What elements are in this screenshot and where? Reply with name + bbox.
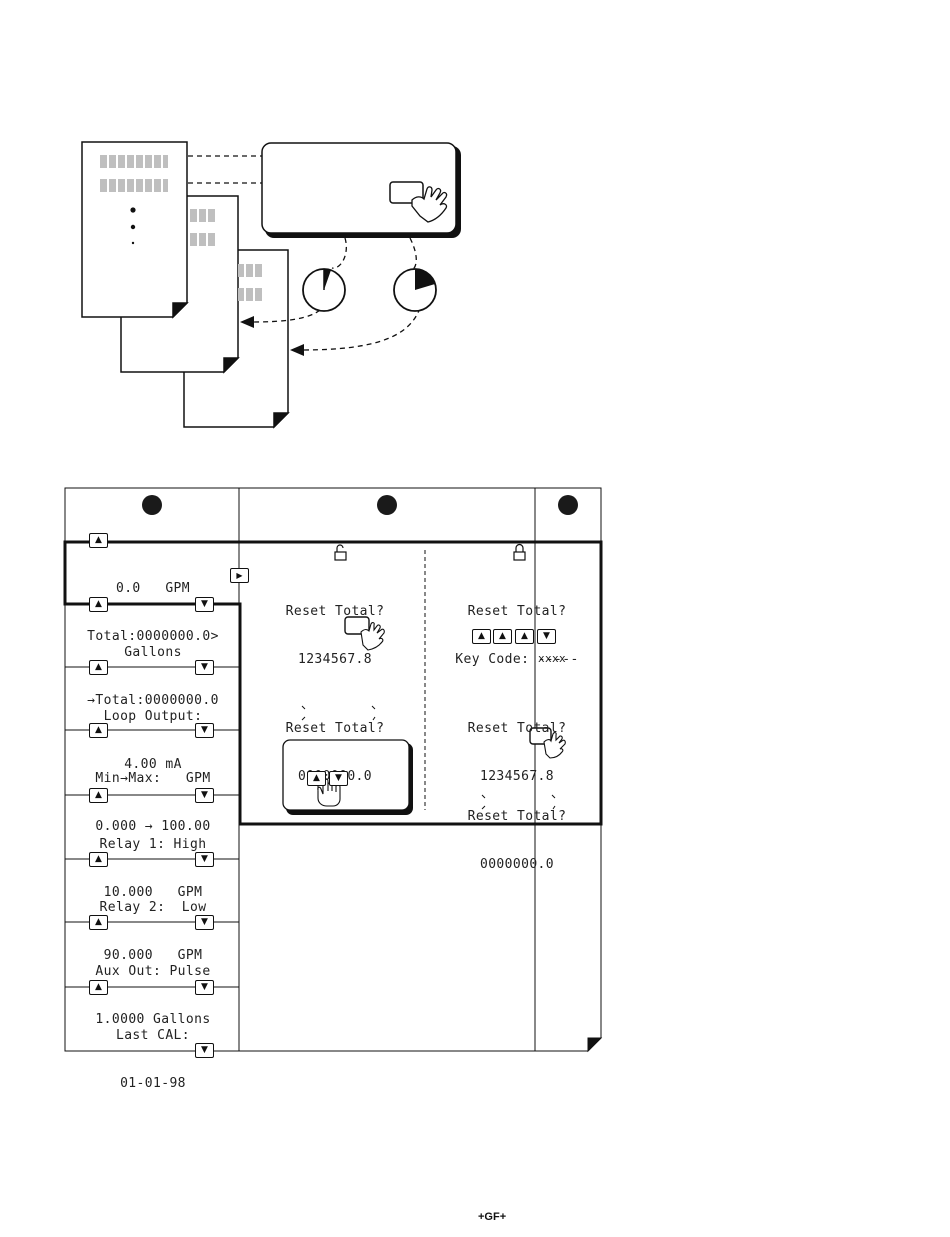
lcd-line-2: 0.000 → 100.00 [95,819,211,834]
pressing-hand-icon [360,622,385,651]
down-arrow-key[interactable]: ▼ [195,1043,214,1058]
down-arrow-key[interactable]: ▼ [195,915,214,930]
lcd-line-1: Reset Total? [467,604,567,619]
lcd-reset-confirmed: Reset Total? 0000000.0 [432,777,602,905]
enter-key-press-1 [344,616,385,651]
lcd-reset-prompt: Reset Total? 1234567.8 [250,572,420,700]
lcd-line-1: Loop Output: [103,709,203,724]
up-arrow-key[interactable]: ▲ [89,915,108,930]
pressing-hand-icon [543,732,566,759]
lcd-reset-confirmed: Reset Total? 0000000.0 [250,689,420,817]
lcd-reset-prompt: Reset Total? 1234567.8 [432,689,602,817]
down-arrow-key[interactable]: ▼ [195,980,214,995]
lcd-reset-keycode: Reset Total? Key Code: ----- [432,572,602,700]
page1-line2-blocks [100,179,168,192]
lcd-screen-loop-output: Loop Output: 4.00 mA [68,677,238,805]
up-arrow-key[interactable]: ▲ [515,629,534,644]
up-arrow-key[interactable]: ▲ [89,852,108,867]
lcd-line-2: 0000000.0 [479,857,555,872]
up-arrow-key[interactable]: ▲ [89,533,108,548]
lcd-line-2: Total:0000000.0> [87,629,219,644]
lcd-screen-flow: 0.0 GPM Total:0000000.0> [68,549,238,677]
lcd-line-2: 01-01-98 [120,1076,186,1091]
page-1 [81,141,189,319]
up-arrow-key[interactable]: ▲ [89,788,108,803]
timer-long-icon [393,268,437,312]
up-arrow-key[interactable]: ▲ [493,629,512,644]
right-arrow-key[interactable]: ▶ [230,568,249,583]
column-indicator-view [142,495,162,515]
lcd-screen-relay-2: Relay 2: Low 90.000 GPM [68,868,238,996]
lcd-line-1: 0.0 GPM [115,581,191,596]
up-arrow-key[interactable]: ▲ [89,980,108,995]
lcd-line-2: 90.000 GPM [103,948,203,963]
pressing-hand-icon [411,186,448,223]
down-arrow-key[interactable]: ▼ [329,771,348,786]
lcd-line-1: Reset Total? [467,809,567,824]
blink-marks [301,705,556,810]
keycode-mask: xxxx [537,652,567,665]
down-arrow-key[interactable]: ▼ [195,597,214,612]
up-arrow-key[interactable]: ▲ [89,660,108,675]
lcd-line-2: 4.00 mA [124,757,182,772]
lcd-line-1: Reset Total? [467,721,567,736]
up-arrow-key[interactable]: ▲ [307,771,326,786]
up-arrow-key[interactable]: ▲ [89,723,108,738]
lcd-line-1: Min→Max: GPM [95,771,211,786]
lcd-line-1: Aux Out: Pulse [95,964,211,979]
continuation-dots [130,207,136,245]
down-arrow-key[interactable]: ▼ [195,660,214,675]
lcd-screen-total: Gallons →Total:0000000.0 [68,613,238,741]
up-arrow-key[interactable]: ▲ [89,597,108,612]
page2-blocks [190,209,215,246]
arrow-heads [240,316,304,356]
lcd-line-1: Last CAL: [115,1028,191,1043]
lcd-line-2: →Total:0000000.0 [87,693,219,708]
lcd-screen-relay-1: Relay 1: High 10.000 GPM [68,805,238,933]
locked-icon [513,543,526,561]
lcd-line-1: Relay 2: Low [99,900,207,915]
dashed-connectors [188,155,421,351]
instrument-panel [261,142,461,238]
lcd-line-2: Key Code: ----- [455,652,579,667]
down-arrow-key[interactable]: ▼ [195,723,214,738]
lcd-screen-last-cal: Last CAL: 01-01-98 [68,996,238,1124]
lcd-line-2: 1.0000 Gallons [95,1012,211,1027]
timer-short-icon [302,268,346,312]
page1-line1-blocks [100,155,168,168]
unlocked-icon [334,544,347,561]
down-arrow-key[interactable]: ▼ [195,852,214,867]
lcd-line-2: 1234567.8 [479,769,555,784]
lcd-character-blocks [100,155,262,301]
lcd-line-2: 10.000 GPM [103,885,203,900]
lcd-line-1: Reset Total? [285,721,385,736]
up-arrow-key[interactable]: ▲ [472,629,491,644]
down-arrow-key[interactable]: ▼ [537,629,556,644]
gf-logo: +GF+ [478,1211,507,1223]
lcd-line-1: Reset Total? [285,604,385,619]
column-indicator-locked [558,495,578,515]
lcd-screen-min-max: Min→Max: GPM 0.000 → 100.00 [68,739,238,867]
lcd-line-1: Gallons [124,645,182,660]
lcd-screen-aux-out: Aux Out: Pulse 1.0000 Gallons [68,932,238,1060]
lcd-line-2: 1234567.8 [297,652,373,667]
column-indicator-unlocked [377,495,397,515]
enter-key-press-2 [529,727,566,759]
page3-blocks [238,264,262,301]
down-arrow-key[interactable]: ▼ [195,788,214,803]
lcd-line-1: Relay 1: High [99,837,207,852]
highlight-outlines [63,540,603,826]
